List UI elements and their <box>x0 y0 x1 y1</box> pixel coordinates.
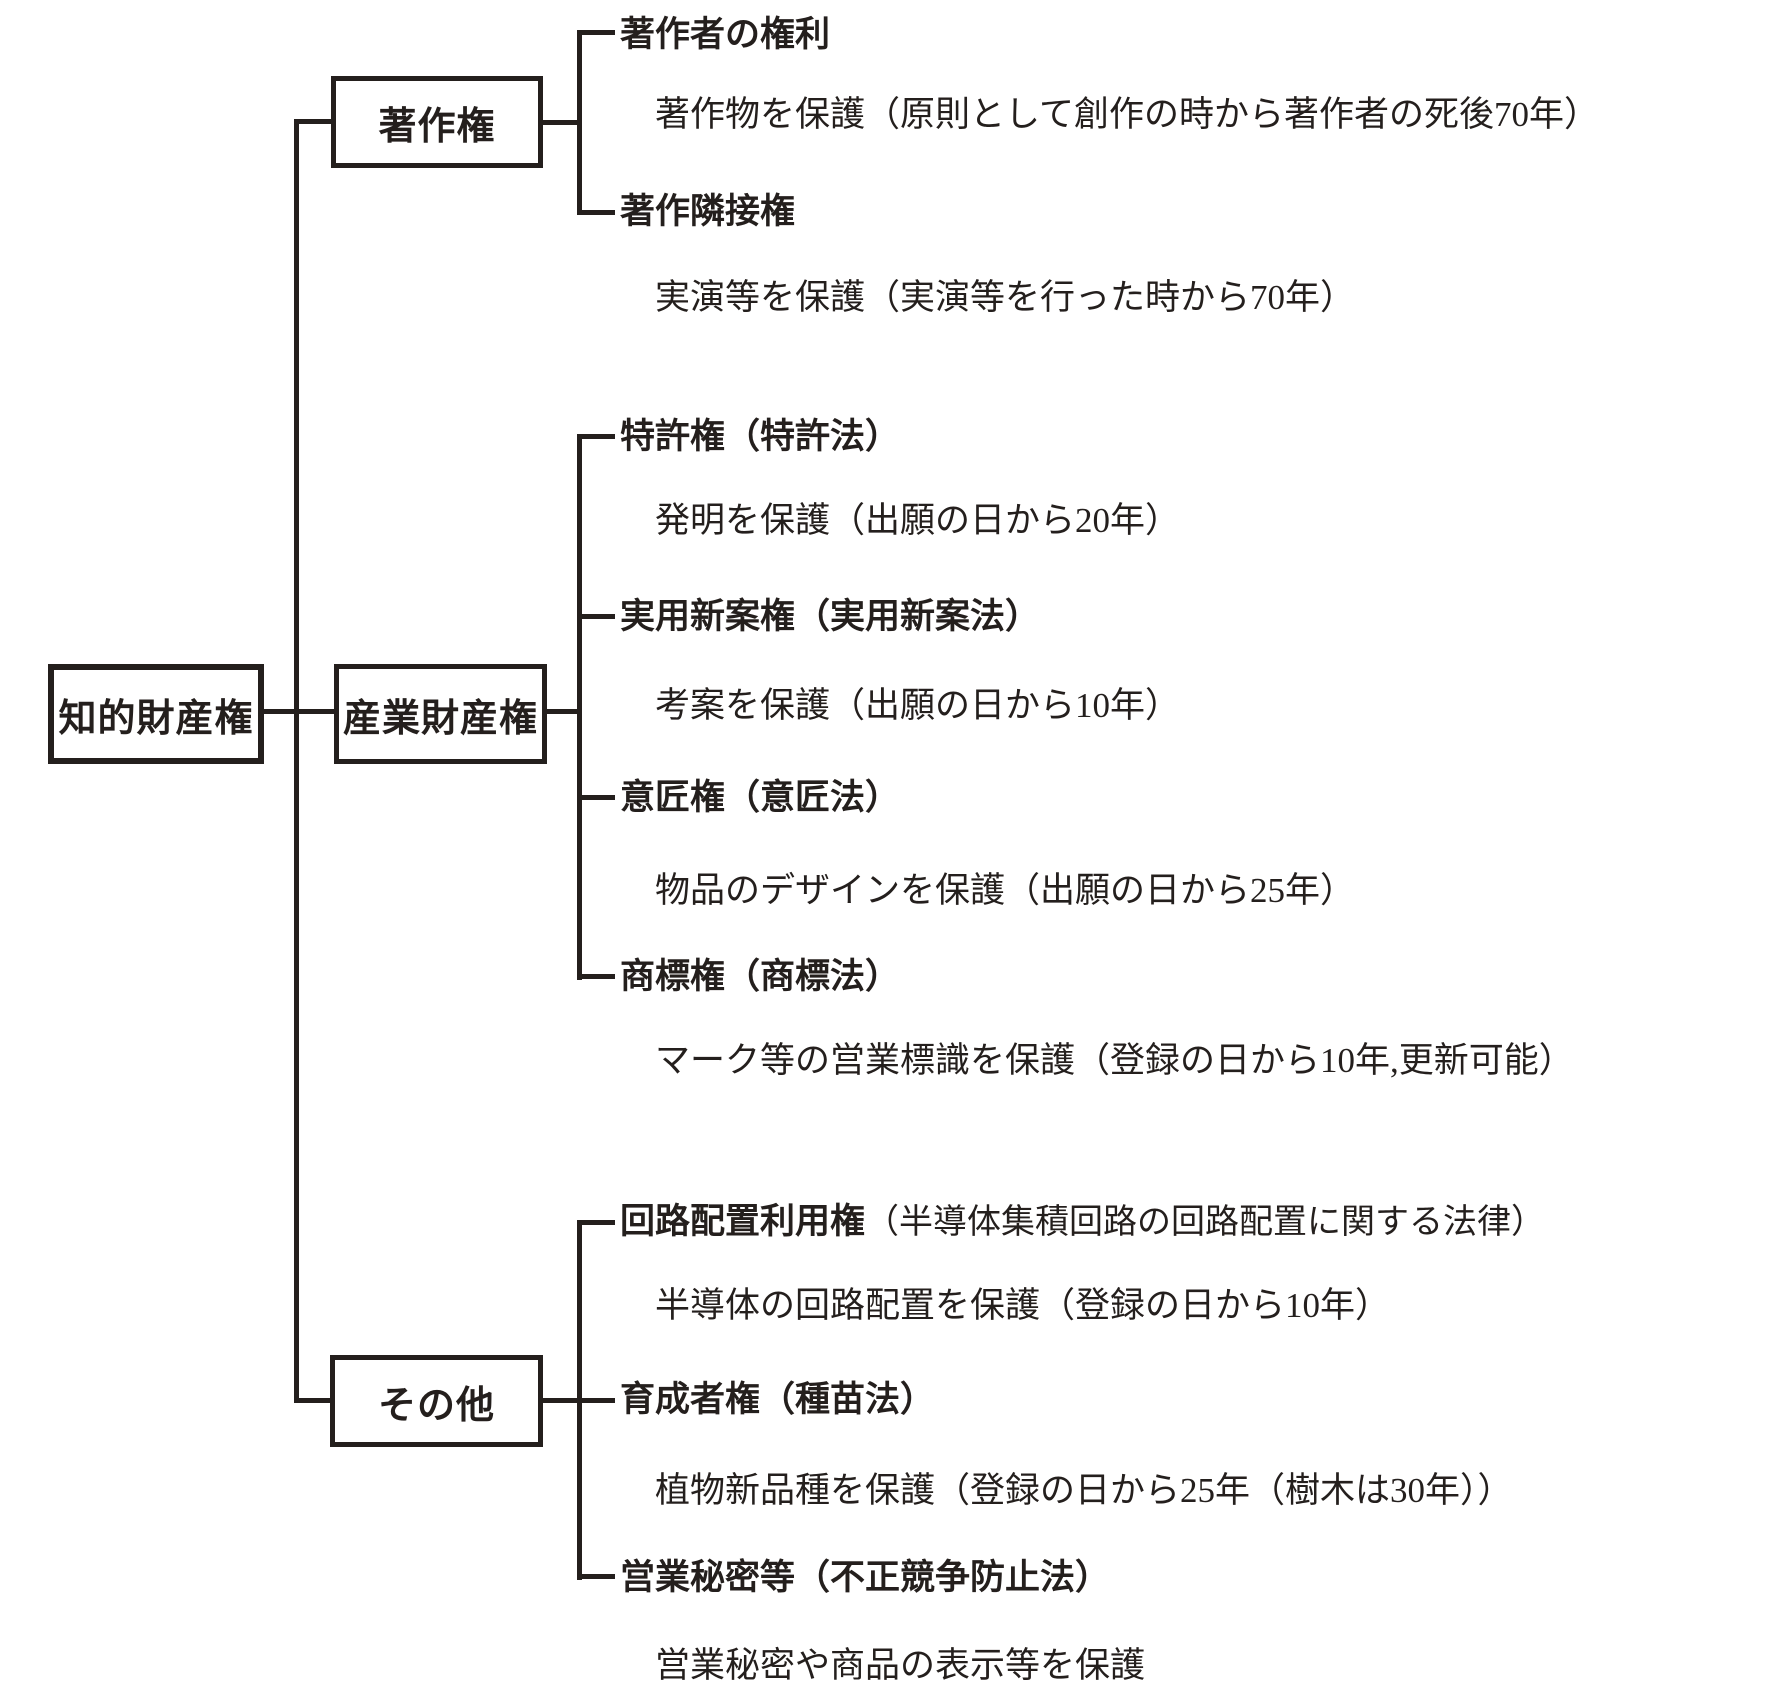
connector-circuit-layout-right <box>577 1220 615 1225</box>
node-box-copyright: 著作権 <box>331 76 543 168</box>
title-circuit-layout-right: 回路配置利用権（半導体集積回路の回路配置に関する法律） <box>620 1204 1545 1239</box>
connector-patent-right <box>577 434 615 439</box>
desc-trademark-right: マーク等の営業標識を保護（登録の日から10年,更新可能） <box>655 1041 1574 1080</box>
desc-trade-secrets: 営業秘密や商品の表示等を保護 <box>655 1646 1146 1685</box>
node-box-intellectual-property-rights: 知的財産権 <box>48 664 264 764</box>
connector-trunk-to-others <box>294 1398 334 1403</box>
title-patent-right: 特許権（特許法） <box>620 417 901 456</box>
title-circuit-layout-right-main: 回路配置利用権 <box>620 1202 866 1241</box>
connector-authors-rights <box>577 30 615 35</box>
connector-utility-model-right <box>577 614 615 619</box>
connector-trunk-to-copyright <box>294 119 334 124</box>
desc-patent-right: 発明を保護（出願の日から20年） <box>655 501 1181 540</box>
connector-root-to-industrial <box>260 709 338 714</box>
node-label-others: その他 <box>377 1384 495 1427</box>
desc-circuit-layout-right: 半導体の回路配置を保護（登録の日から10年） <box>655 1286 1391 1325</box>
title-authors-rights: 著作者の権利 <box>620 15 831 54</box>
trunk-vertical-line <box>294 119 299 1403</box>
node-label-copyright: 著作権 <box>378 105 496 148</box>
connector-trademark-right <box>577 974 615 979</box>
desc-breeders-right: 植物新品種を保護（登録の日から25年（樹木は30年）） <box>655 1471 1513 1510</box>
node-box-industrial-property: 産業財産権 <box>334 664 547 764</box>
title-circuit-layout-right-law: （半導体集積回路の回路配置に関する法律） <box>865 1203 1546 1241</box>
connector-design-right <box>577 795 615 800</box>
node-label-intellectual-property-rights: 知的財産権 <box>58 697 254 740</box>
title-trademark-right: 商標権（商標法） <box>620 957 901 996</box>
title-trade-secrets: 営業秘密等（不正競争防止法） <box>620 1558 1111 1597</box>
title-breeders-right: 育成者権（種苗法） <box>620 1380 936 1419</box>
desc-utility-model-right: 考案を保護（出願の日から10年） <box>655 686 1181 725</box>
title-design-right: 意匠権（意匠法） <box>620 778 901 817</box>
node-box-others: その他 <box>330 1355 543 1447</box>
node-label-industrial-property: 産業財産権 <box>342 697 538 740</box>
connector-neighboring-rights <box>577 210 615 215</box>
industrial-children-vertical-line <box>577 434 582 980</box>
title-utility-model-right: 実用新案権（実用新案法） <box>620 597 1041 636</box>
title-neighboring-rights: 著作隣接権 <box>620 192 796 231</box>
connector-industrial-box-right <box>544 709 582 714</box>
copyright-children-vertical-line <box>577 30 582 215</box>
others-children-vertical-line <box>577 1220 582 1580</box>
connector-copyright-box-right <box>540 120 582 125</box>
desc-neighboring-rights: 実演等を保護（実演等を行った時から70年） <box>655 278 1356 317</box>
desc-design-right: 物品のデザインを保護（出願の日から25年） <box>655 871 1356 910</box>
desc-authors-rights: 著作物を保護（原則として創作の時から著作者の死後70年） <box>655 95 1599 134</box>
connector-trade-secrets <box>577 1574 615 1579</box>
